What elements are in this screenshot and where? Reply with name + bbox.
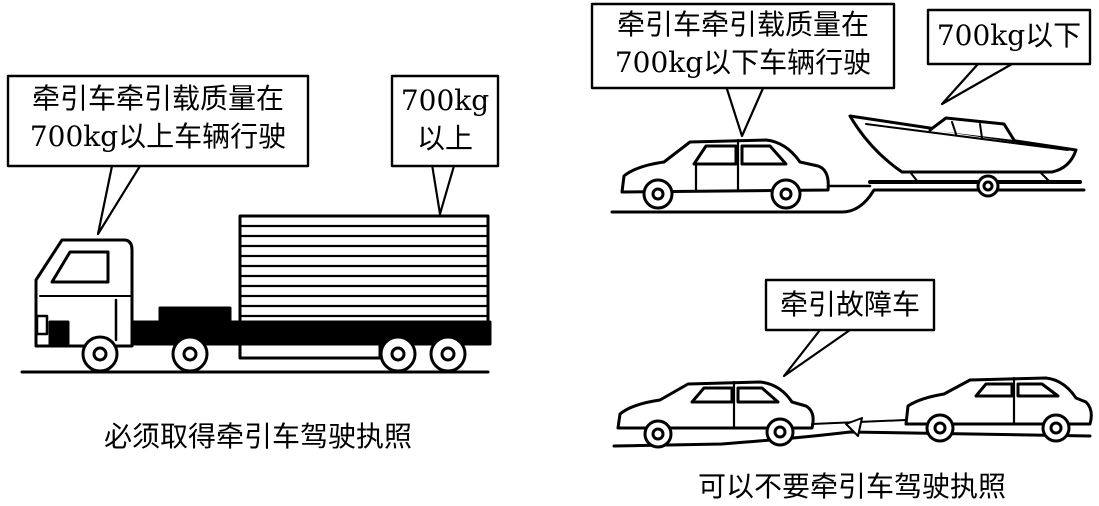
car-callout-pointers [724, 62, 1014, 138]
truck-cab [34, 238, 134, 348]
breakdown-callout-pointer [782, 328, 852, 378]
truck-load-callout: 700kg 以上 [394, 82, 496, 158]
towing-car [620, 138, 872, 210]
cab-window [50, 250, 110, 284]
truck-underbody [238, 342, 382, 360]
truck-tow-line-2: 700kg以上车辆行驶 [29, 120, 287, 153]
breakdown-tow-illustration [612, 376, 1093, 449]
car-tow-line-1: 牵引车牵引载质量在 [616, 8, 869, 41]
tow-car [616, 380, 815, 449]
right-caption: 可以不要牵引车驾驶执照 [698, 470, 1007, 503]
truck-tow-line-1: 牵引车牵引载质量在 [31, 82, 284, 115]
rope-flag [845, 417, 863, 437]
broken-car [904, 376, 1093, 443]
car-tow-line-2: 700kg以下车辆行驶 [614, 46, 872, 79]
truck-load-line-2: 以上 [416, 122, 473, 155]
road-ground [612, 430, 1092, 448]
truck-tow-callout: 牵引车牵引载质量在 700kg以上车辆行驶 [10, 80, 306, 156]
fifth-wheel [158, 306, 232, 326]
car-boat-illustration [610, 114, 1086, 214]
boat-trailer [848, 114, 1082, 198]
boat-load-callout: 700kg以下 [930, 17, 1088, 55]
breakdown-callout: 牵引故障车 [768, 286, 932, 324]
left-caption: 必须取得牵引车驾驶执照 [104, 420, 413, 453]
truck-callout-pointers [96, 150, 460, 236]
car-tow-callout: 牵引车牵引载质量在 700kg以下车辆行驶 [594, 6, 892, 82]
cargo-box [238, 214, 490, 330]
headlight [35, 314, 49, 336]
ramp-ground [610, 188, 1086, 214]
truck-wheels [81, 335, 467, 373]
truck-load-line-1: 700kg [400, 84, 490, 117]
truck-illustration [20, 214, 492, 374]
